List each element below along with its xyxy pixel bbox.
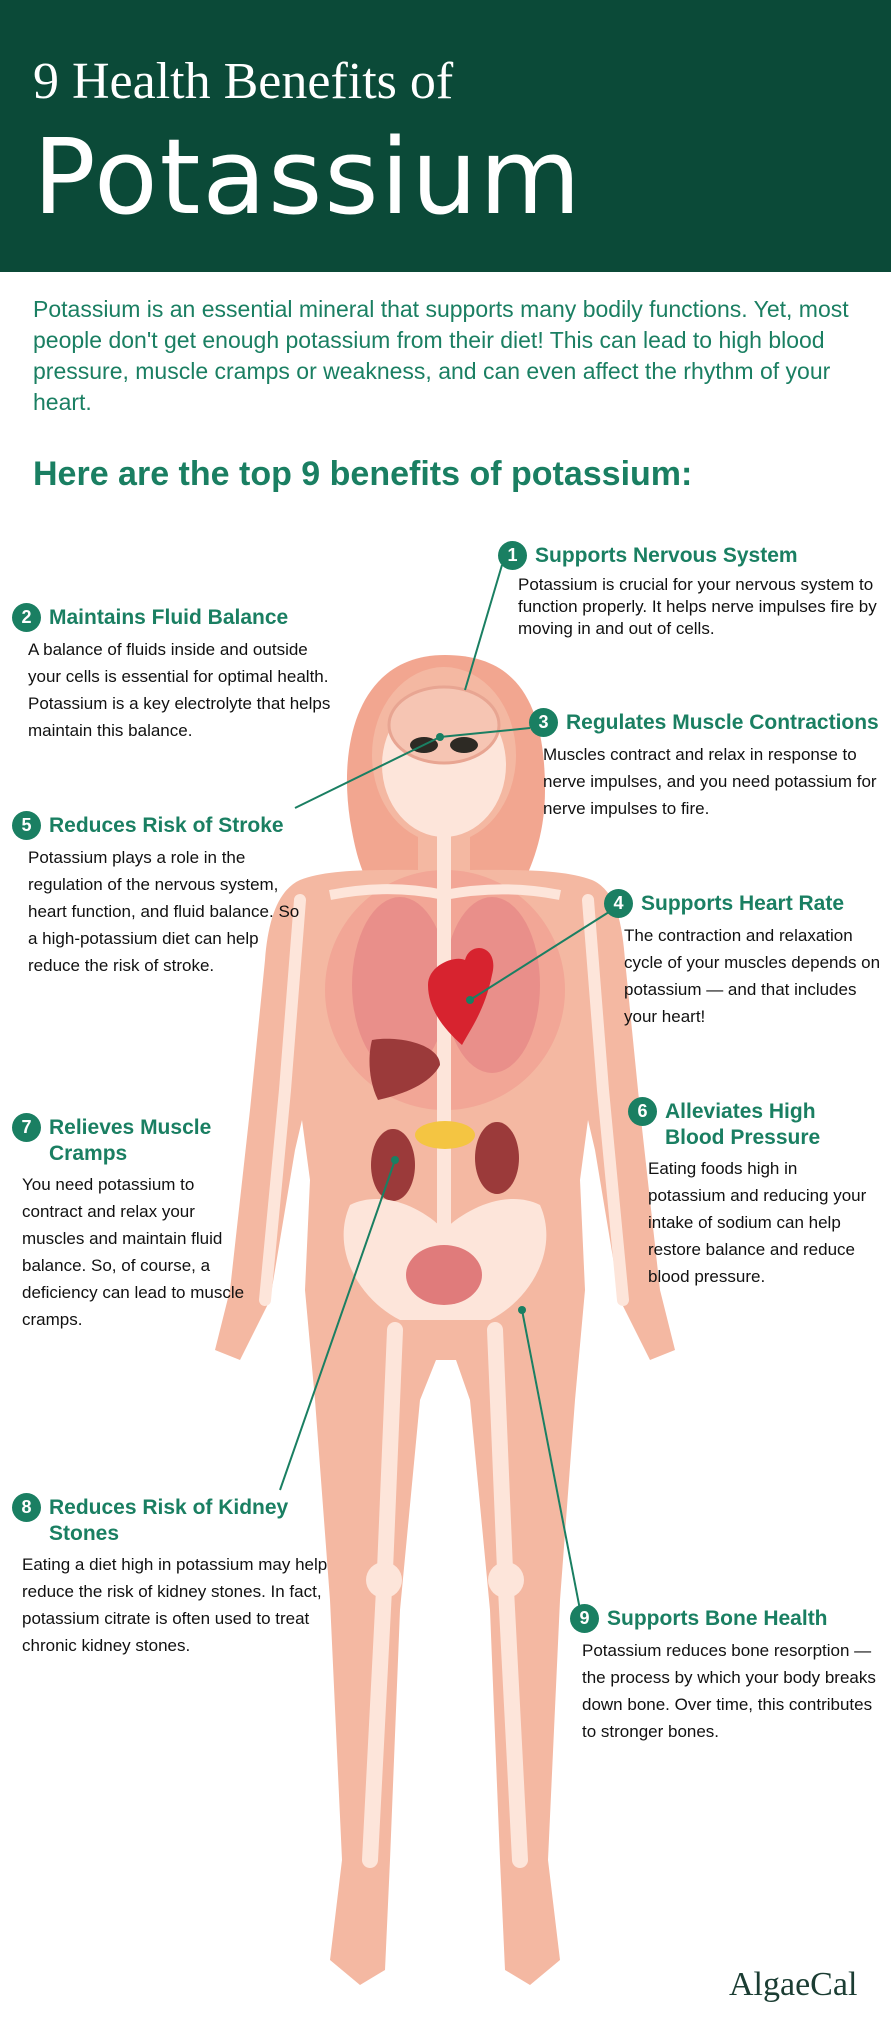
knee-right — [488, 1562, 524, 1598]
uterus — [406, 1245, 482, 1305]
benefit-description: Potassium plays a role in the regulation… — [28, 848, 300, 975]
benefit-5: 5 Reduces Risk of Stroke Potassium plays … — [12, 811, 302, 979]
benefit-number-badge: 5 — [12, 811, 41, 840]
benefit-description: Potassium reduces bone resorption — the … — [582, 1641, 876, 1741]
pancreas — [415, 1121, 475, 1149]
benefit-title: Reduces Risk of Kidney Stones — [49, 1496, 289, 1545]
benefit-7: 7 Relieves Muscle Cramps You need potassi… — [12, 1113, 252, 1333]
benefit-4: 4 Supports Heart Rate The contraction and… — [604, 889, 884, 1030]
benefit-description: Potassium is crucial for your nervous sy… — [518, 575, 877, 638]
benefit-description: Muscles contract and relax in response t… — [543, 745, 877, 818]
benefit-number-badge: 7 — [12, 1113, 41, 1142]
benefit-number-badge: 6 — [628, 1097, 657, 1126]
benefit-description: Eating foods high in potassium and reduc… — [648, 1159, 867, 1286]
benefit-2: 2 Maintains Fluid Balance A balance of fl… — [12, 603, 337, 744]
benefit-title: Regulates Muscle Contractions — [566, 711, 879, 734]
benefit-3: 3 Regulates Muscle Contractions Muscles c… — [529, 708, 891, 822]
header-banner: 9 Health Benefits of Potassium — [0, 0, 891, 272]
benefit-9: 9 Supports Bone Health Potassium reduces … — [570, 1604, 885, 1745]
lung-left — [352, 897, 448, 1073]
kidney-right — [475, 1122, 519, 1194]
subheading: Here are the top 9 benefits of potassium… — [33, 455, 693, 493]
benefit-description: You need potassium to contract and relax… — [22, 1175, 245, 1329]
leader-dot-bone — [518, 1306, 526, 1314]
benefit-number-badge: 4 — [604, 889, 633, 918]
eye-right — [450, 737, 478, 753]
leader-lines — [279, 564, 621, 1621]
benefit-description: Eating a diet high in potassium may help… — [22, 1555, 328, 1655]
intro-paragraph: Potassium is an essential mineral that s… — [33, 296, 849, 415]
benefit-title: Supports Bone Health — [607, 1607, 828, 1630]
benefit-title: Reduces Risk of Stroke — [49, 814, 284, 837]
title-line-1: 9 Health Benefits of — [33, 53, 454, 110]
arm-bones — [259, 894, 629, 1306]
benefit-title: Relieves Muscle Cramps — [49, 1116, 212, 1165]
title-line-2: Potassium — [33, 116, 583, 238]
benefit-number-badge: 3 — [529, 708, 558, 737]
algaecal-logo: AlgaeCal — [729, 1966, 858, 2003]
benefit-1: 1 Supports Nervous System Potassium is cr… — [498, 541, 878, 640]
benefit-title: Supports Heart Rate — [641, 892, 845, 915]
benefit-title: Supports Nervous System — [535, 544, 798, 567]
heart — [428, 948, 494, 1045]
benefit-description: A balance of fluids inside and outside y… — [28, 640, 331, 740]
benefit-title: Maintains Fluid Balance — [49, 606, 289, 629]
brain — [387, 685, 501, 765]
benefit-8: 8 Reduces Risk of Kidney Stones Eating a … — [12, 1493, 342, 1659]
benefit-number-badge: 2 — [12, 603, 41, 632]
liver — [369, 1038, 440, 1100]
benefit-title: Alleviates High Blood Pressure — [665, 1100, 821, 1149]
benefit-description: The contraction and relaxation cycle of … — [624, 926, 881, 1026]
benefit-number-badge: 1 — [498, 541, 527, 570]
leader-dot-heart — [466, 996, 474, 1004]
benefit-number-badge: 8 — [12, 1493, 41, 1522]
knee-left — [366, 1562, 402, 1598]
benefit-6: 6 Alleviates High Blood Pressure Eating f… — [628, 1097, 878, 1290]
leader-dot-brain — [436, 733, 444, 741]
leader-dot-kidney — [391, 1156, 399, 1164]
benefit-number-badge: 9 — [570, 1604, 599, 1633]
clavicles — [329, 884, 561, 901]
